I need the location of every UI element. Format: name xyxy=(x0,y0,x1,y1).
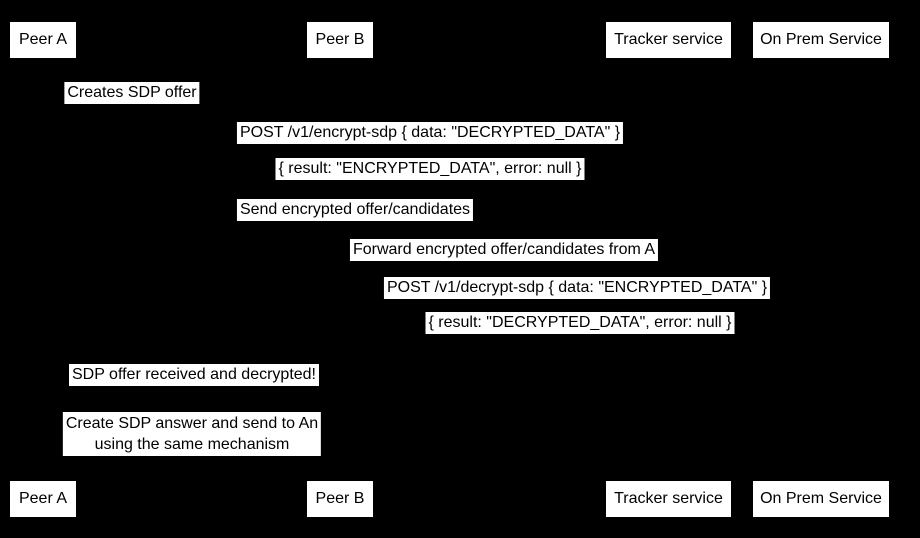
actor-label: Tracker service xyxy=(614,31,723,48)
actor-label: Peer A xyxy=(18,490,68,507)
message-result-encrypted-data: { result: "ENCRYPTED_DATA", error: null … xyxy=(275,158,585,180)
note-sdp-offer-received: SDP offer received and decrypted! xyxy=(69,364,319,386)
message-post-encrypt-sdp: POST /v1/encrypt-sdp { data: "DECRYPTED_… xyxy=(236,122,624,144)
actor-peer-b-top: Peer B xyxy=(307,22,373,58)
actor-peer-a-bottom: Peer A xyxy=(10,481,76,517)
actor-label: Tracker service xyxy=(614,490,723,507)
actor-label: Peer A xyxy=(18,31,68,48)
actor-peer-b-bottom: Peer B xyxy=(307,481,373,517)
actor-on-prem-service-bottom: On Prem Service xyxy=(753,481,889,517)
message-forward-encrypted-offer: Forward encrypted offer/candidates from … xyxy=(349,239,659,261)
note-creates-sdp-offer: Creates SDP offer xyxy=(64,82,200,104)
actor-label: Peer B xyxy=(315,490,365,507)
note-create-sdp-answer: Create SDP answer and send to An using t… xyxy=(62,412,322,456)
actor-label: On Prem Service xyxy=(760,490,882,507)
actor-peer-a-top: Peer A xyxy=(10,22,76,58)
actor-on-prem-service-top: On Prem Service xyxy=(753,22,889,58)
message-post-decrypt-sdp: POST /v1/decrypt-sdp { data: "ENCRYPTED_… xyxy=(383,277,771,299)
message-send-encrypted-offer: Send encrypted offer/candidates xyxy=(236,199,474,221)
message-result-decrypted-data: { result: "DECRYPTED_DATA", error: null … xyxy=(425,312,735,334)
actor-tracker-service-top: Tracker service xyxy=(606,22,731,58)
actor-label: Peer B xyxy=(315,31,365,48)
actor-tracker-service-bottom: Tracker service xyxy=(606,481,731,517)
actor-label: On Prem Service xyxy=(760,31,882,48)
